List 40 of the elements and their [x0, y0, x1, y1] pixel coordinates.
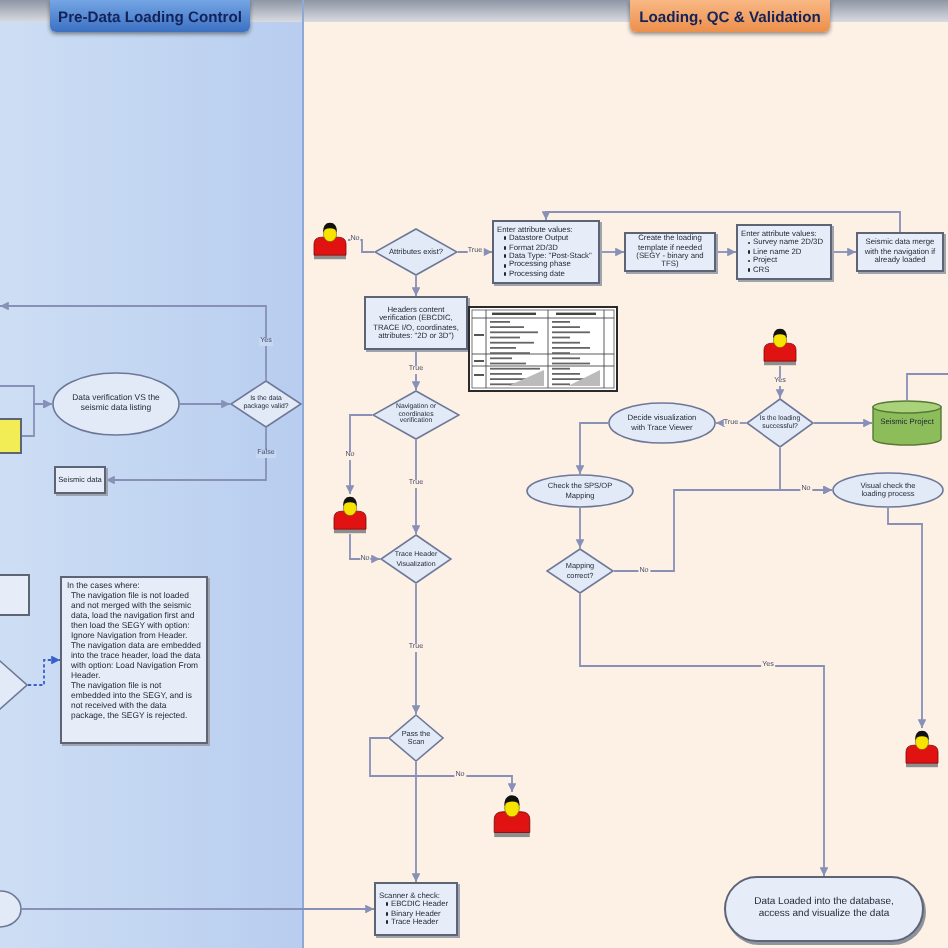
connector-arrow	[775, 365, 785, 399]
connector-arrow	[369, 737, 517, 793]
process-box	[0, 574, 30, 616]
process-box	[374, 882, 458, 936]
connector-arrow	[457, 247, 493, 257]
connector-arrow	[345, 414, 373, 495]
connector-arrow	[411, 761, 421, 883]
connector-line	[906, 373, 948, 401]
swimlane	[0, 0, 304, 948]
process-box	[364, 296, 468, 350]
connector-arrow	[779, 447, 833, 495]
connector-arrow	[831, 247, 857, 257]
process-box	[54, 466, 106, 494]
connector-arrow	[715, 247, 737, 257]
swimlane	[304, 0, 948, 948]
connector-arrow	[887, 507, 927, 729]
connector-arrow	[349, 533, 381, 564]
connector-arrow	[575, 422, 609, 475]
connector-arrow	[105, 427, 267, 485]
connector-arrow	[0, 301, 267, 381]
connector-arrow	[411, 583, 421, 715]
process-box	[624, 232, 716, 272]
connector-arrow	[21, 399, 53, 437]
connector-arrow	[575, 507, 585, 549]
process-box	[492, 220, 600, 284]
connector-arrow	[541, 211, 901, 233]
connector-arrow	[347, 235, 375, 253]
connector-arrow	[579, 593, 829, 877]
terminal-box	[724, 876, 924, 942]
connector-arrow	[411, 349, 421, 391]
process-box	[736, 224, 832, 280]
connector-arrow	[813, 418, 873, 428]
connector-arrow	[179, 399, 231, 409]
connector-arrow	[411, 275, 421, 297]
process-box	[60, 576, 208, 744]
process-box	[0, 418, 22, 454]
connector-arrow	[27, 655, 61, 686]
connector-arrow	[21, 904, 375, 914]
connector-arrow	[599, 247, 625, 257]
connector-arrow	[411, 439, 421, 535]
